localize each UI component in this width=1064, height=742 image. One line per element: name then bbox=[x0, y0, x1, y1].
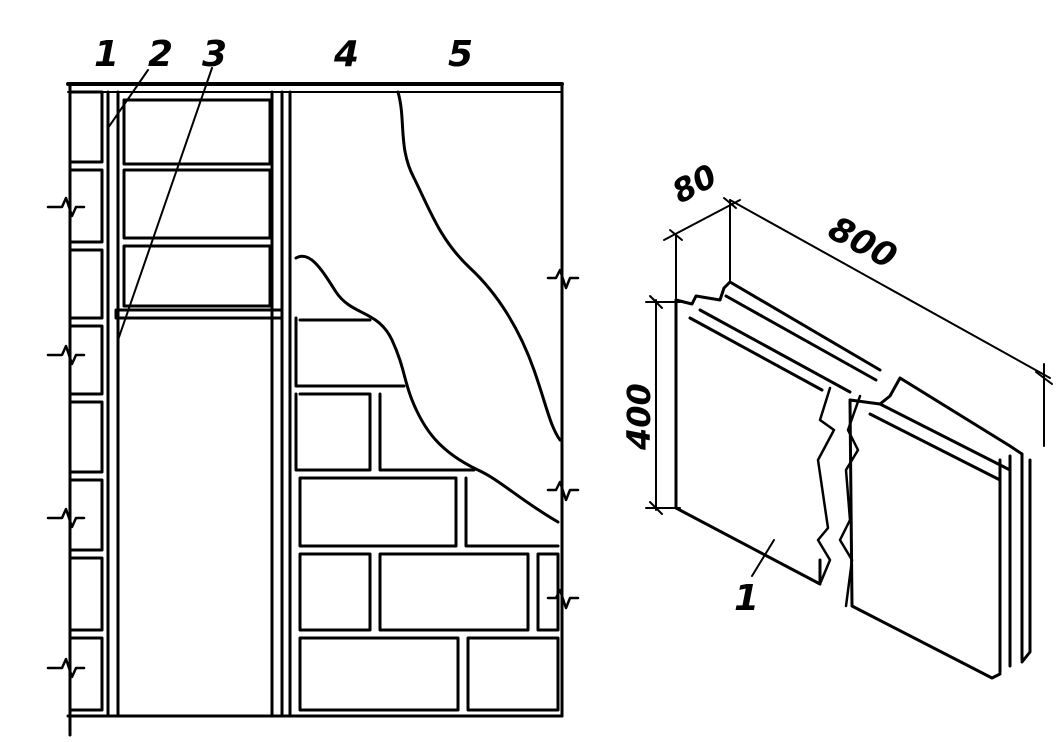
dim-thickness: 80 bbox=[666, 157, 723, 211]
block-leader bbox=[751, 539, 775, 577]
block-groove bbox=[688, 294, 878, 394]
callout-4: 4 bbox=[333, 34, 359, 75]
leader-lines bbox=[107, 67, 213, 341]
callout-2: 2 bbox=[148, 34, 173, 75]
block-right-groove bbox=[868, 402, 1012, 482]
block-right-top bbox=[848, 376, 1024, 456]
block-callout-1: 1 bbox=[734, 578, 759, 619]
dim-length: 800 bbox=[822, 209, 903, 278]
block-right-front bbox=[848, 398, 1002, 680]
upper-panels bbox=[122, 98, 272, 308]
right-break-marks bbox=[546, 268, 580, 610]
break-line bbox=[838, 394, 862, 608]
block-right-side bbox=[998, 452, 1032, 674]
callout-labels: 1 2 3 4 5 80 800 400 1 bbox=[94, 34, 903, 619]
brick-column bbox=[68, 90, 104, 712]
left-break-marks bbox=[46, 196, 86, 679]
break-line bbox=[816, 386, 836, 586]
block-front-face bbox=[674, 298, 822, 586]
wall-elevation bbox=[46, 67, 580, 737]
block-isometric bbox=[645, 197, 1053, 680]
dimension-lines bbox=[645, 197, 1053, 515]
plaster-edge-outer bbox=[396, 90, 562, 442]
callout-5: 5 bbox=[448, 34, 473, 75]
plaster-edge-inner bbox=[294, 254, 560, 524]
horizontal-rail bbox=[114, 308, 284, 320]
callout-1: 1 bbox=[94, 34, 119, 75]
callout-3: 3 bbox=[202, 34, 227, 75]
masonry-bricks bbox=[294, 316, 560, 712]
dim-height: 400 bbox=[620, 383, 658, 451]
